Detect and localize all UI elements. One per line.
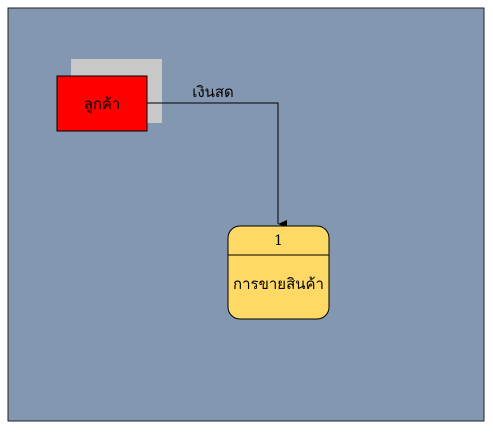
flow-arrow	[147, 102, 287, 228]
data-flow-label: เงินสด	[192, 83, 234, 101]
external-entity-label: ลูกค้า	[83, 94, 121, 113]
external-entity-box[interactable]	[56, 75, 148, 132]
process-box[interactable]	[227, 225, 330, 320]
process-name: การขายสินค้า	[233, 275, 324, 293]
process-number: 1	[274, 233, 283, 249]
